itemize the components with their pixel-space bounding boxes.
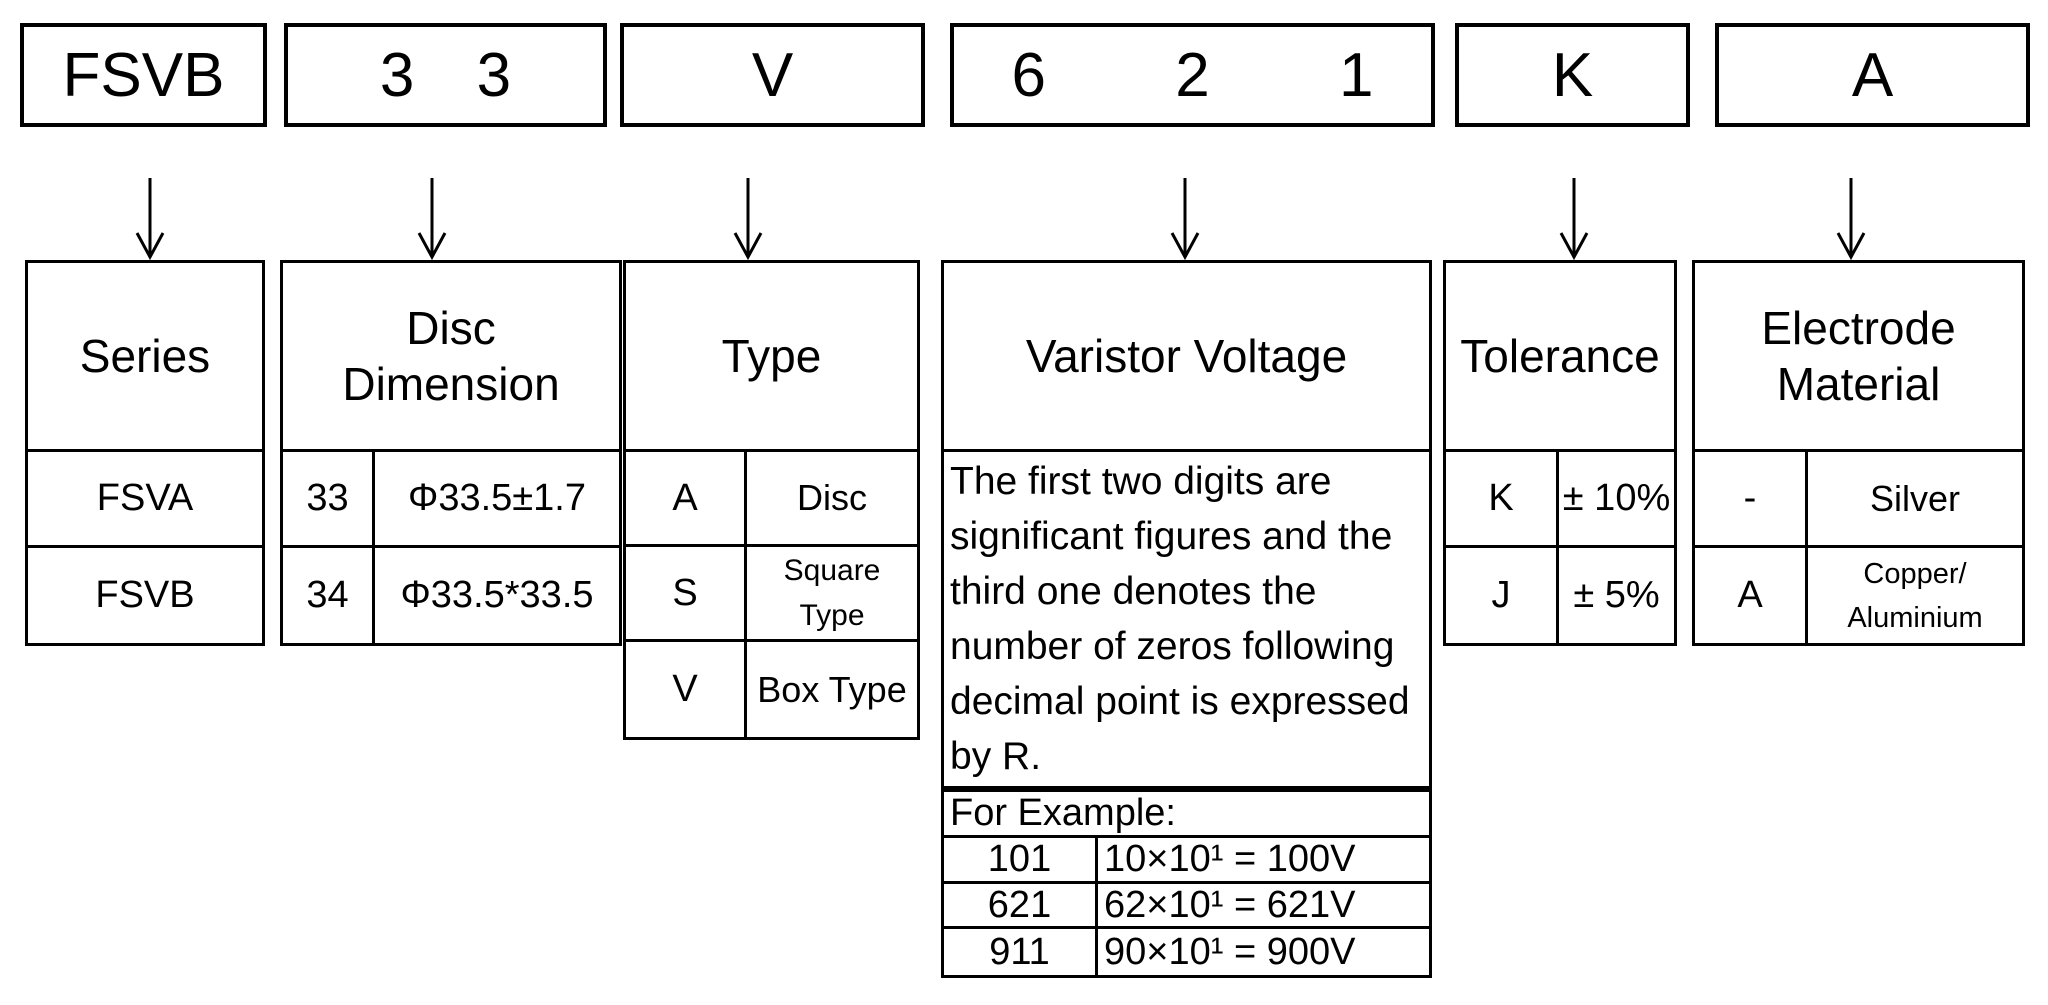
value-cell: 10×10¹ = 100V xyxy=(1104,838,1356,880)
code-cell: V xyxy=(626,642,747,737)
code-cell: 101 xyxy=(944,838,1098,881)
table-row: A Disc xyxy=(626,452,917,547)
table-header: Series xyxy=(28,263,262,452)
table-header: Disc Dimension xyxy=(283,263,619,452)
value-cell: ± 10% xyxy=(1562,477,1671,519)
value-cell: FSVA xyxy=(96,477,194,519)
voltage-description: The first two digits are significant fig… xyxy=(944,452,1429,789)
electrode-material-table: Electrode Material - Silver A Copper/ Al… xyxy=(1692,260,2025,646)
table-row: FSVB xyxy=(28,548,262,643)
code-segment-voltage: 6 2 1 xyxy=(950,23,1435,127)
table-header: Type xyxy=(626,263,917,452)
table-row: S Square Type xyxy=(626,547,917,642)
series-table: Series FSVA FSVB xyxy=(25,260,265,646)
code-segment-electrode: A xyxy=(1715,23,2030,127)
table-row: FSVA xyxy=(28,452,262,548)
tolerance-table: Tolerance K ± 10% J ± 5% xyxy=(1443,260,1677,646)
example-row: 621 62×10¹ = 621V xyxy=(944,884,1429,929)
table-row: V Box Type xyxy=(626,642,917,737)
example-label: For Example: xyxy=(944,789,1429,838)
arrow-down-icon xyxy=(1559,178,1589,260)
varistor-voltage-table: Varistor Voltage The first two digits ar… xyxy=(941,260,1432,978)
table-header: Electrode Material xyxy=(1695,263,2022,452)
value-cell: Silver xyxy=(1869,477,1961,519)
value-cell: 90×10¹ = 900V xyxy=(1104,930,1356,973)
disc-dimension-table: Disc Dimension 33 Φ33.5±1.7 34 Φ33.5*33.… xyxy=(280,260,622,646)
code-cell: S xyxy=(626,547,747,639)
code-cell: J xyxy=(1446,548,1559,643)
code-cell: A xyxy=(626,452,747,544)
value-cell: Φ33.5*33.5 xyxy=(400,574,594,616)
table-row: - Silver xyxy=(1695,452,2022,548)
code-segment-type: V xyxy=(620,23,925,127)
example-row: 101 10×10¹ = 100V xyxy=(944,838,1429,884)
value-cell: Copper/ Aluminium xyxy=(1847,557,1983,634)
code-cell: 621 xyxy=(944,884,1098,926)
value-cell: Disc xyxy=(797,477,867,518)
table-row: 34 Φ33.5*33.5 xyxy=(283,548,619,643)
code-cell: A xyxy=(1695,548,1808,643)
type-table: Type A Disc S Square Type V Box Type xyxy=(623,260,920,740)
table-header: Varistor Voltage xyxy=(944,263,1429,452)
value-cell: 62×10¹ = 621V xyxy=(1104,883,1356,926)
value-cell: Φ33.5±1.7 xyxy=(408,477,586,519)
table-row: 33 Φ33.5±1.7 xyxy=(283,452,619,548)
table-row: J ± 5% xyxy=(1446,548,1674,643)
code-segment-series: FSVB xyxy=(20,23,267,127)
code-cell: - xyxy=(1695,452,1808,545)
code-cell: 33 xyxy=(283,452,375,545)
arrow-down-icon xyxy=(733,178,763,260)
value-cell: Box Type xyxy=(757,668,907,710)
arrow-down-icon xyxy=(1170,178,1200,260)
table-row: A Copper/ Aluminium xyxy=(1695,548,2022,643)
code-cell: K xyxy=(1446,452,1559,545)
code-cell: 911 xyxy=(944,929,1098,975)
table-header: Tolerance xyxy=(1446,263,1674,452)
table-row: K ± 10% xyxy=(1446,452,1674,548)
arrow-down-icon xyxy=(417,178,447,260)
example-row: 911 90×10¹ = 900V xyxy=(944,929,1429,975)
arrow-down-icon xyxy=(1836,178,1866,260)
code-segment-tolerance: K xyxy=(1455,23,1690,127)
value-cell: Square Type xyxy=(783,554,881,632)
arrow-down-icon xyxy=(135,178,165,260)
code-cell: 34 xyxy=(283,548,375,643)
code-segment-disc-dimension: 3 3 xyxy=(284,23,607,127)
value-cell: FSVB xyxy=(95,574,195,616)
value-cell: ± 5% xyxy=(1573,574,1660,616)
